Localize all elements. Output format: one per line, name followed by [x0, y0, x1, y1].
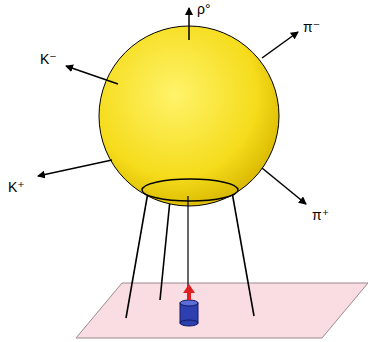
particle-label: K⁺: [8, 180, 25, 194]
particle-track: [66, 66, 118, 84]
particle-label: K⁻: [40, 52, 57, 66]
sphere-opening: [142, 179, 238, 201]
support-leg: [126, 192, 148, 318]
support-leg: [232, 192, 254, 316]
particle-track: [38, 160, 112, 176]
floor-plane: [76, 283, 368, 338]
particle-label: ρ°: [197, 2, 211, 16]
particle-track: [188, 8, 190, 40]
particle-track: [262, 168, 306, 204]
particle-label: π⁺: [312, 208, 329, 222]
source-rod: [187, 196, 188, 290]
particle-label: π⁻: [303, 20, 320, 34]
particle-track: [262, 32, 298, 58]
source-cylinder-top: [180, 300, 198, 306]
red-arrow: [183, 284, 195, 300]
support-leg: [160, 200, 170, 300]
detector-sphere: [99, 26, 279, 206]
source-cylinder-base: [180, 320, 198, 326]
